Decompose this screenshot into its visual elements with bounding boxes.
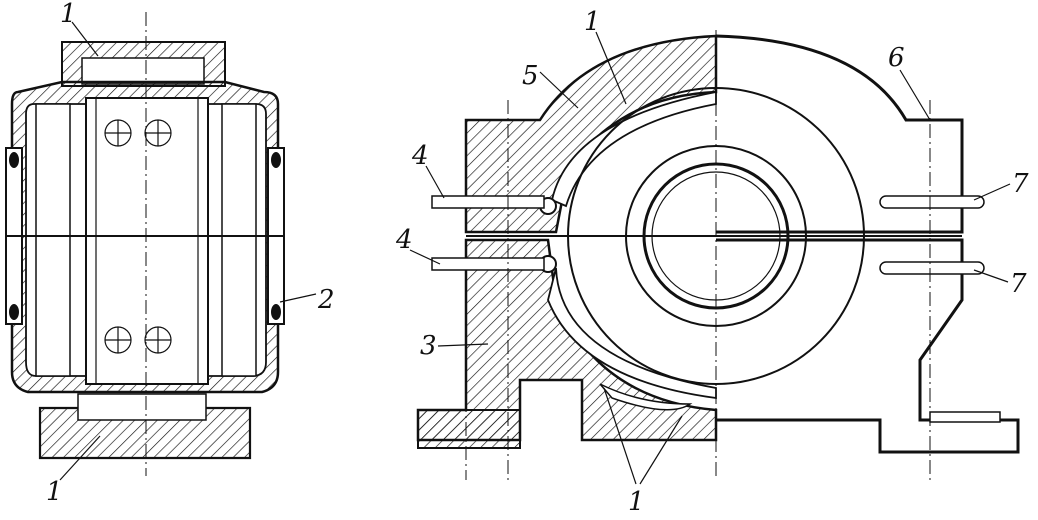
bolt-7-lower <box>879 261 985 275</box>
front-half-section-view <box>416 30 1020 480</box>
bottom-insert <box>77 393 207 421</box>
side-section-view <box>5 12 285 476</box>
label-1-bottom-left: 1 <box>46 477 63 507</box>
rolling-elements <box>104 119 172 354</box>
shaft-section <box>85 97 209 385</box>
label-6: 6 <box>888 43 905 73</box>
label-7-upper: 7 <box>1012 169 1029 199</box>
foot-left <box>417 409 521 449</box>
top-insert <box>81 57 205 85</box>
label-4-lower: 4 <box>395 225 413 255</box>
label-4-upper: 4 <box>411 141 429 171</box>
bearing-ring-right <box>221 103 257 377</box>
label-2: 2 <box>317 285 335 315</box>
label-5: 5 <box>522 61 539 91</box>
cap-exterior-right <box>715 34 964 234</box>
label-1-bottom-right: 1 <box>628 487 645 517</box>
bolt-4-upper <box>431 195 545 209</box>
oil-pocket <box>599 383 693 411</box>
label-7-lower: 7 <box>1010 269 1027 299</box>
label-1-top-right: 1 <box>584 7 601 37</box>
label-3: 3 <box>420 331 437 361</box>
bolt-4-lower <box>431 257 545 271</box>
bolt-7-upper <box>879 195 985 209</box>
bearing-ring-left <box>35 103 71 377</box>
